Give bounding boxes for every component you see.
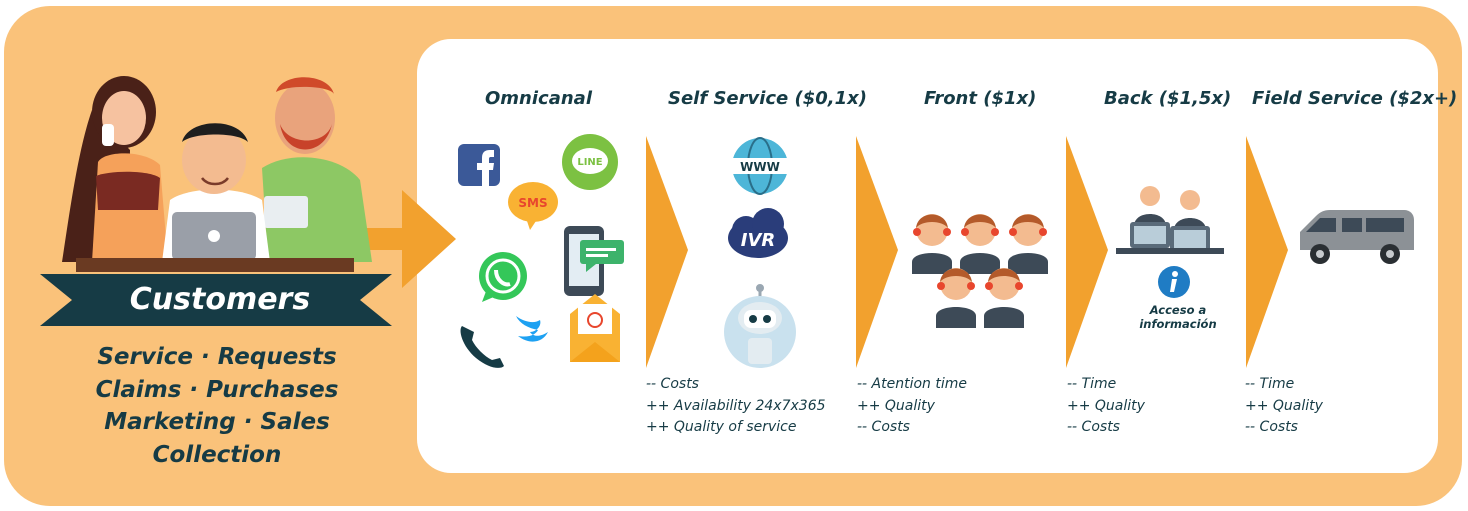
ivr-cloud-icon: IVR xyxy=(728,208,788,258)
bearded-man-figure xyxy=(262,77,372,262)
stage-arrow xyxy=(646,136,688,368)
stage-title-self-service: Self Service ($0,1x) xyxy=(668,88,868,109)
laptop-man-figure xyxy=(162,123,270,262)
note-line: -- Time xyxy=(1067,376,1117,392)
note-line: -- Costs xyxy=(1067,419,1120,435)
stage-title-field-service: Field Service ($2x+) xyxy=(1252,88,1458,109)
note-line: -- Atention time xyxy=(857,376,968,392)
phone-icon xyxy=(460,326,504,368)
note-line: ++ Availability 24x7x365 xyxy=(646,397,826,414)
front-agents-icon xyxy=(912,214,1048,328)
note-line: ++ Quality xyxy=(1245,397,1323,414)
agent-icon xyxy=(984,268,1024,328)
self-service-icons: WWW IVR xyxy=(724,137,796,368)
agent-icon xyxy=(936,268,976,328)
info-access-line: información xyxy=(1139,317,1217,331)
mobile-chat-icon xyxy=(564,226,624,296)
van-icon xyxy=(1300,210,1414,264)
twitter-icon xyxy=(516,316,548,342)
note-line: ++ Quality xyxy=(857,397,935,414)
sms-icon-label: SMS xyxy=(518,196,547,210)
note-line: -- Time xyxy=(1245,376,1295,392)
office-workers-icon xyxy=(1116,186,1224,254)
desk xyxy=(76,258,354,272)
customer-tags: Service · Requests Claims · Purchases Ma… xyxy=(52,341,382,471)
www-icon-label: WWW xyxy=(740,160,780,174)
agent-icon xyxy=(1008,214,1048,274)
customer-tag: Collection xyxy=(152,441,282,468)
line-icon: LINE xyxy=(562,134,618,190)
note-line: -- Costs xyxy=(1245,419,1298,435)
note-line: -- Costs xyxy=(857,419,910,435)
customer-tag: Marketing · Sales xyxy=(104,409,330,435)
back-office-icons xyxy=(1116,186,1224,298)
email-icon xyxy=(570,294,620,362)
info-access-line: Acceso a xyxy=(1149,303,1207,317)
customers-arrow xyxy=(350,190,456,288)
agent-icon xyxy=(912,214,952,274)
customers-banner-label: Customers xyxy=(129,282,311,317)
omnichannel-icons: LINE SMS xyxy=(458,134,624,368)
back-notes: -- Time ++ Quality -- Costs xyxy=(1067,374,1145,439)
globe-www-icon: WWW xyxy=(728,137,792,195)
agent-icon xyxy=(960,214,1000,274)
note-line: ++ Quality xyxy=(1067,397,1145,414)
field-service-notes: -- Time ++ Quality -- Costs xyxy=(1245,374,1323,439)
stage-title-omnicanal: Omnicanal xyxy=(485,88,592,109)
customer-tag: Service · Requests xyxy=(97,344,337,370)
facebook-icon xyxy=(458,144,500,186)
stage-arrow xyxy=(1246,136,1288,368)
customers-banner xyxy=(40,274,392,326)
note-line: -- Costs xyxy=(646,376,699,392)
robot-icon xyxy=(724,284,796,368)
line-icon-label: LINE xyxy=(577,157,602,168)
customer-tag: Claims · Purchases xyxy=(95,376,339,403)
customers-illustration xyxy=(40,76,456,326)
note-line: ++ Quality of service xyxy=(646,419,797,435)
woman-figure xyxy=(62,76,168,262)
info-access-label: Acceso a información xyxy=(1128,303,1228,331)
info-icon xyxy=(1158,266,1190,298)
whatsapp-icon xyxy=(479,252,527,302)
stage-arrow xyxy=(1066,136,1108,368)
stage-title-front: Front ($1x) xyxy=(924,88,1037,109)
front-notes: -- Atention time ++ Quality -- Costs xyxy=(857,374,967,439)
self-service-notes: -- Costs ++ Availability 24x7x365 ++ Qua… xyxy=(646,374,826,439)
ivr-icon-label: IVR xyxy=(741,230,776,251)
stage-arrow xyxy=(856,136,898,368)
sms-icon: SMS xyxy=(508,182,558,230)
stage-title-back: Back ($1,5x) xyxy=(1104,88,1232,109)
